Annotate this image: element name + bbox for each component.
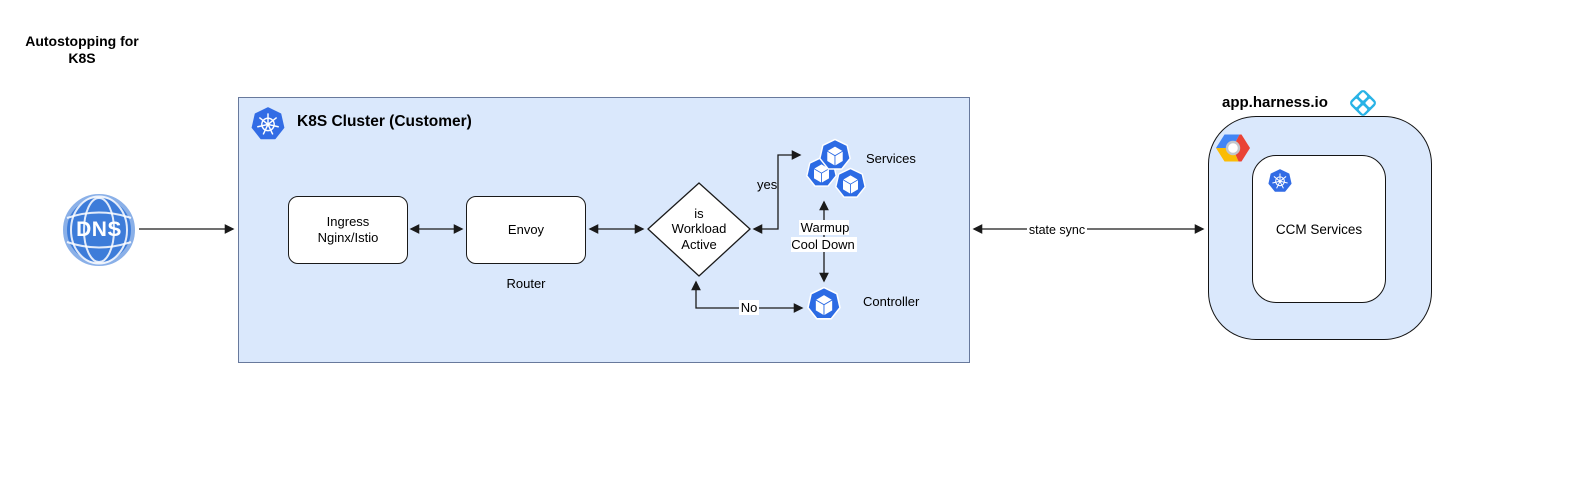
- connector-yes-decision-services: [752, 150, 802, 234]
- envoy-caption: Router: [506, 276, 546, 291]
- cluster-title: K8S Cluster (Customer): [297, 113, 472, 130]
- kubernetes-icon-small: [1268, 169, 1292, 193]
- harness-logo-icon: [1346, 86, 1380, 120]
- diagram-title: Autostopping for K8S: [25, 33, 139, 66]
- edge-label-yes: yes: [757, 177, 778, 192]
- harness-title: app.harness.io: [1222, 94, 1328, 111]
- decision-label: is Workload Active: [671, 206, 727, 252]
- edge-label-state-sync: state sync: [1026, 223, 1088, 237]
- envoy-node: Envoy: [466, 196, 586, 264]
- connector-no-decision-controller: [691, 280, 804, 313]
- services-pods-icon: [806, 138, 866, 198]
- ingress-node: Ingress Nginx/Istio: [288, 196, 408, 264]
- edge-label-warmup-cooldown: Warmup Cool Down: [791, 220, 857, 252]
- controller-label: Controller: [863, 294, 920, 309]
- gcp-icon: [1216, 131, 1250, 165]
- ccm-services-label: CCM Services: [1275, 221, 1363, 237]
- ingress-label: Ingress Nginx/Istio: [317, 214, 379, 245]
- decision-diamond-shape: [647, 182, 751, 277]
- dns-node: DNS: [60, 191, 138, 269]
- services-label: Services: [866, 151, 916, 166]
- edge-label-no: No: [738, 300, 760, 315]
- kubernetes-icon: [251, 107, 285, 141]
- envoy-label: Envoy: [507, 222, 545, 238]
- controller-pod-icon: [806, 286, 842, 322]
- dns-label: DNS: [76, 218, 122, 241]
